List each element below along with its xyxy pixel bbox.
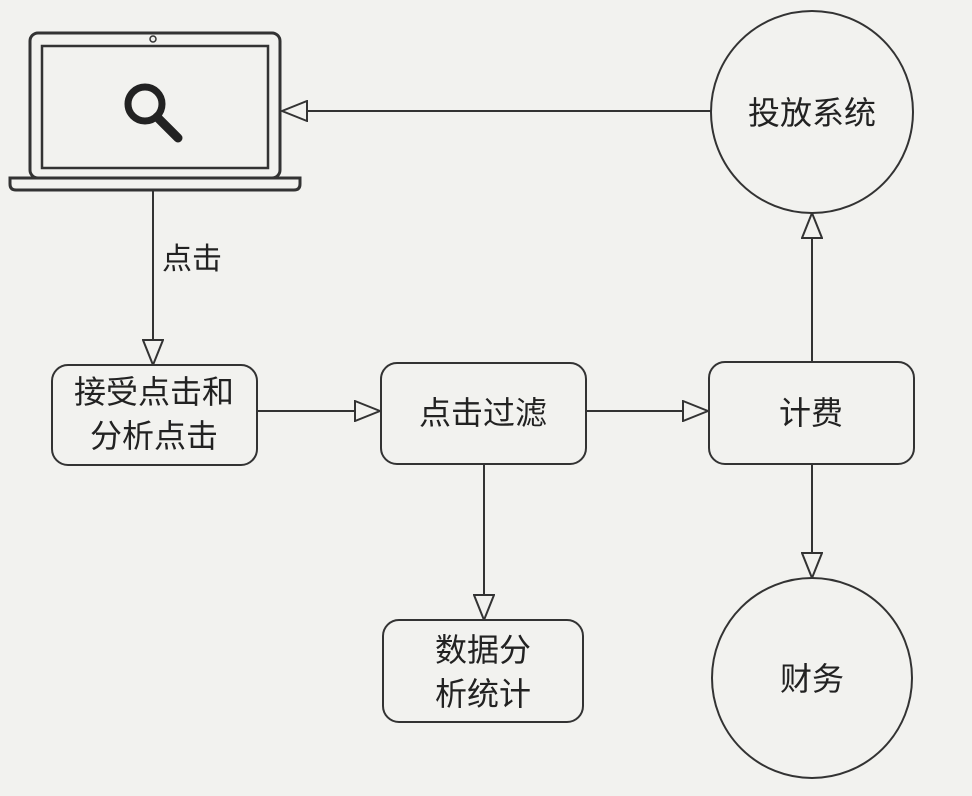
laptop-icon <box>8 31 302 192</box>
node-receive-line-1: 接受点击和 <box>74 373 234 411</box>
node-filter-label: 点击过滤 <box>419 394 547 432</box>
edges <box>153 111 812 620</box>
search-icon <box>124 83 183 143</box>
node-stats-line-2: 析统计 <box>435 675 531 713</box>
edge-label-click: 点击 <box>162 242 222 277</box>
node-finance: 财务 <box>711 577 913 779</box>
node-receive-and-analyze: 接受点击和 分析点击 <box>51 364 258 466</box>
node-stats-line-1: 数据分 <box>435 631 531 669</box>
node-click-filter: 点击过滤 <box>380 362 587 465</box>
node-delivery-label: 投放系统 <box>748 94 876 132</box>
node-billing: 计费 <box>708 361 915 465</box>
node-delivery-system: 投放系统 <box>710 10 914 214</box>
node-data-statistics: 数据分 析统计 <box>382 619 584 723</box>
node-billing-label: 计费 <box>779 394 843 432</box>
node-receive-line-2: 分析点击 <box>90 417 218 455</box>
node-finance-label: 财务 <box>780 660 844 698</box>
